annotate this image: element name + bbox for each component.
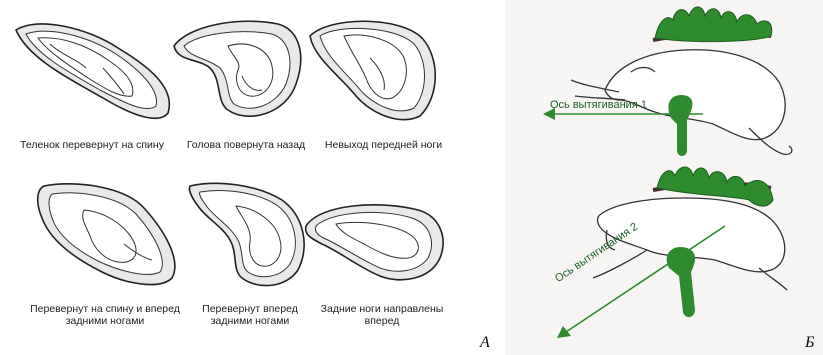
illustration-head-turned-back — [168, 6, 308, 126]
caption-calf-on-back: Теленок перевернут на спину — [8, 139, 176, 151]
panel-letter-a: A — [480, 334, 490, 352]
caption-on-back-hind-first: Перевернут на спину и вперед задними ног… — [20, 303, 190, 327]
panel-b: Ось вытягивания 1 Ось вытягивания 2 Б — [505, 0, 823, 355]
panel-letter-b: Б — [805, 334, 814, 352]
axis-label-1: Ось вытягивания 1 — [550, 99, 647, 111]
illustration-traction-axis-2 — [535, 160, 823, 350]
caption-head-turned-back: Голова повернута назад — [176, 139, 316, 151]
illustration-calf-on-back — [8, 8, 173, 126]
illustration-traction-axis-1 — [535, 0, 823, 170]
caption-hind-legs-forward: Задние ноги направлены вперед — [318, 303, 446, 327]
illustration-forward-hind-first — [186, 178, 312, 290]
caption-foreleg-retained: Невыход передней ноги — [316, 139, 451, 151]
illustration-foreleg-retained — [300, 6, 445, 126]
panel-a: Теленок перевернут на спину Голова повер… — [0, 0, 505, 355]
illustration-hind-legs-forward — [300, 186, 450, 286]
illustration-on-back-hind-first — [14, 180, 184, 290]
caption-forward-hind-first: Перевернут вперед задними ногами — [186, 303, 314, 327]
